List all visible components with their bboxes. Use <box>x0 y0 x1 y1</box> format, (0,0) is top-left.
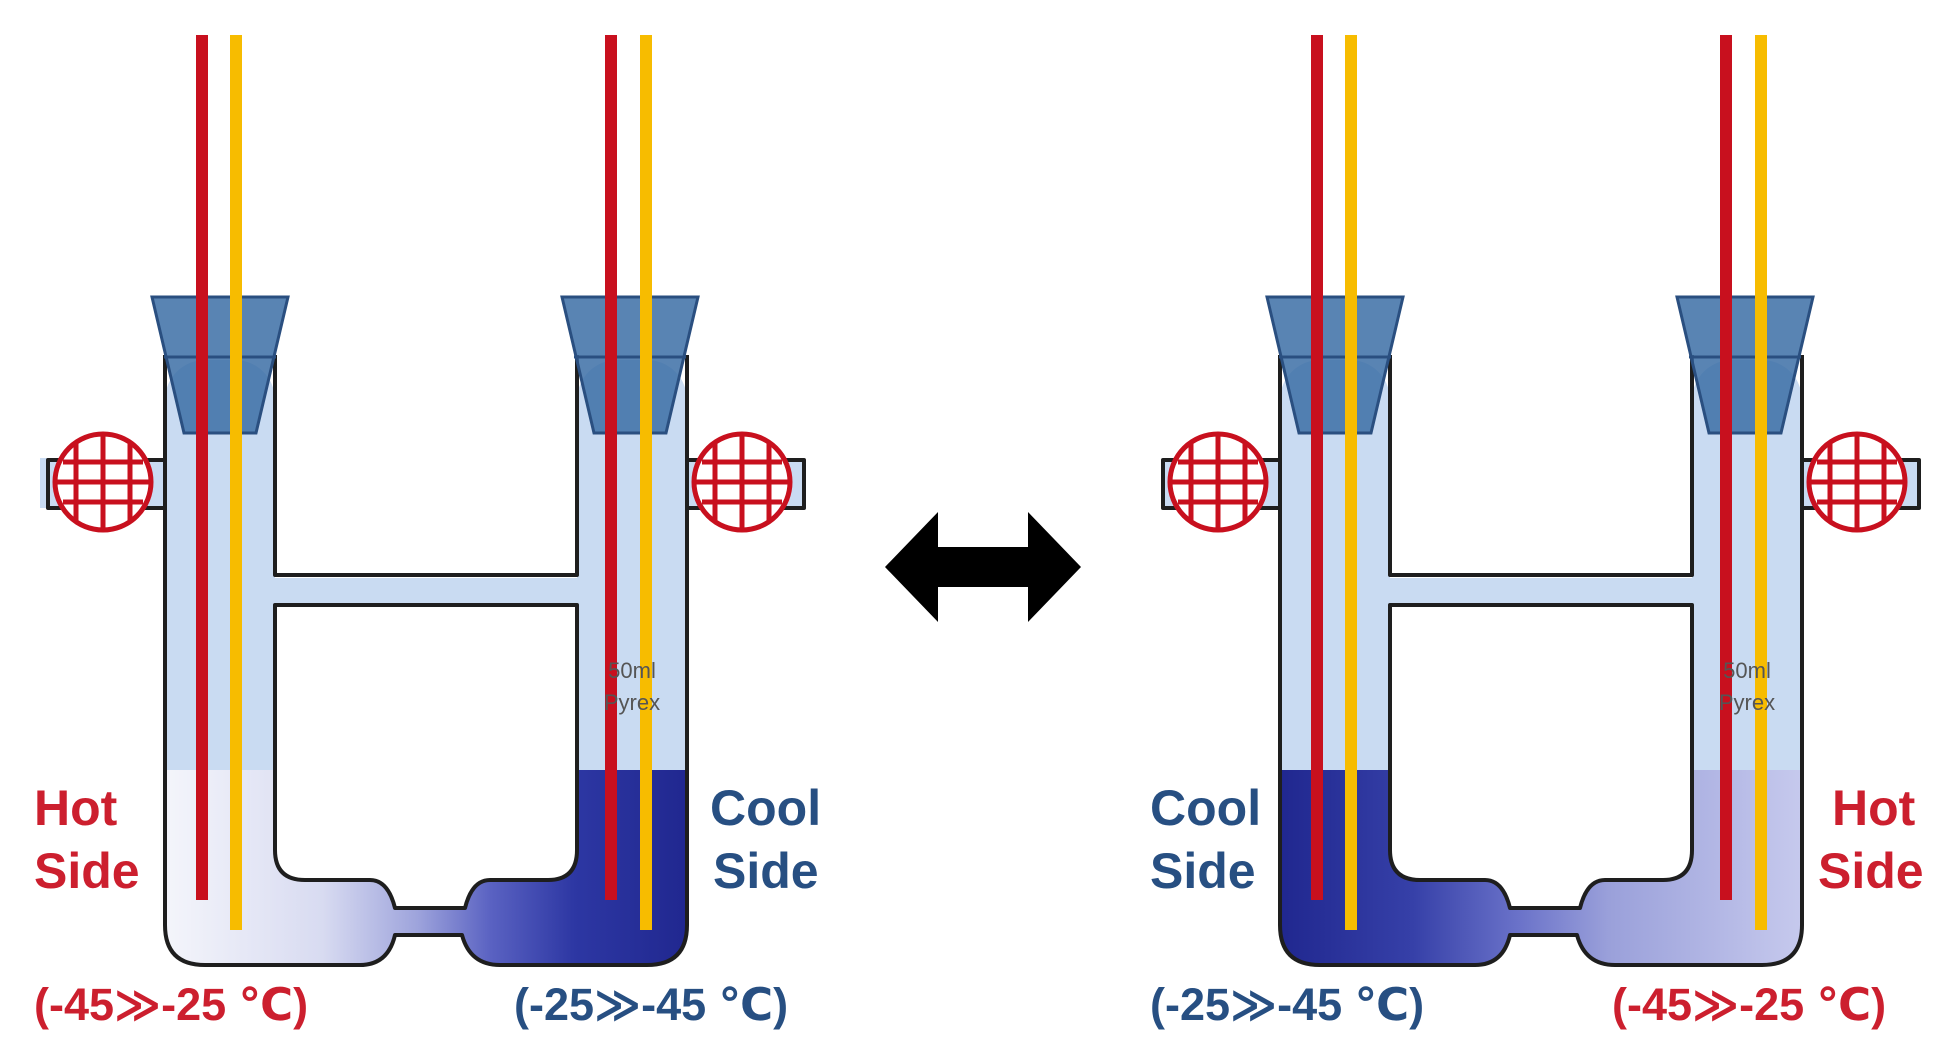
yellow-wire <box>230 35 242 930</box>
red-wire <box>196 35 208 900</box>
vessel-volume-mark: 50ml <box>608 658 656 683</box>
right-stopper <box>1675 295 1815 435</box>
liquid-gradient <box>1280 770 1802 965</box>
temperature-range-label: (-45≫-25 ℃) <box>1612 979 1886 1030</box>
side-label: Cool <box>710 780 821 836</box>
stopcock-valve-icon <box>691 431 793 533</box>
side-label: Hot <box>1832 780 1916 836</box>
red-wire <box>1720 35 1732 900</box>
red-wire <box>605 35 617 900</box>
vessel-brand-mark: Pyrex <box>604 690 660 715</box>
side-label: Side <box>713 843 819 899</box>
yellow-wire <box>1345 35 1357 930</box>
right-stopper <box>560 295 700 435</box>
left-cell-diagram: 50ml Pyrex Hot Side Cool Side (-45≫-25 ℃… <box>34 35 821 1030</box>
glass-body <box>1165 360 1917 950</box>
temperature-range-label: (-25≫-45 ℃) <box>1150 979 1424 1030</box>
glass-outline <box>46 355 806 967</box>
yellow-wire <box>1755 35 1767 930</box>
side-label: Side <box>1818 843 1924 899</box>
temperature-range-label: (-45≫-25 ℃) <box>34 979 308 1030</box>
vessel-brand-mark: Pyrex <box>1719 690 1775 715</box>
liquid-gradient <box>165 770 687 965</box>
stopcock-valve-icon <box>52 431 154 533</box>
left-stopper <box>150 295 290 435</box>
side-label: Hot <box>34 780 118 836</box>
side-label: Side <box>34 843 140 899</box>
side-label: Cool <box>1150 780 1261 836</box>
top-bridge-glass <box>270 578 582 603</box>
vessel-volume-mark: 50ml <box>1723 658 1771 683</box>
stopcock-valve-icon <box>1806 431 1908 533</box>
stopcock-valve-icon <box>1167 431 1269 533</box>
electrode-wires <box>196 35 652 930</box>
left-stopper <box>1265 295 1405 435</box>
right-cell-diagram: 50ml Pyrex Cool Side Hot Side (-25≫-45 ℃… <box>1150 35 1924 1030</box>
rubber-stoppers <box>1265 295 1815 435</box>
double-headed-arrow-icon <box>885 512 1081 622</box>
glass-outline <box>1161 355 1921 967</box>
red-wire <box>1311 35 1323 900</box>
electrode-wires <box>1311 35 1767 930</box>
temperature-range-label: (-25≫-45 ℃) <box>514 979 788 1030</box>
side-label: Side <box>1150 843 1256 899</box>
yellow-wire <box>640 35 652 930</box>
rubber-stoppers <box>150 295 700 435</box>
top-bridge-glass <box>1385 578 1697 603</box>
